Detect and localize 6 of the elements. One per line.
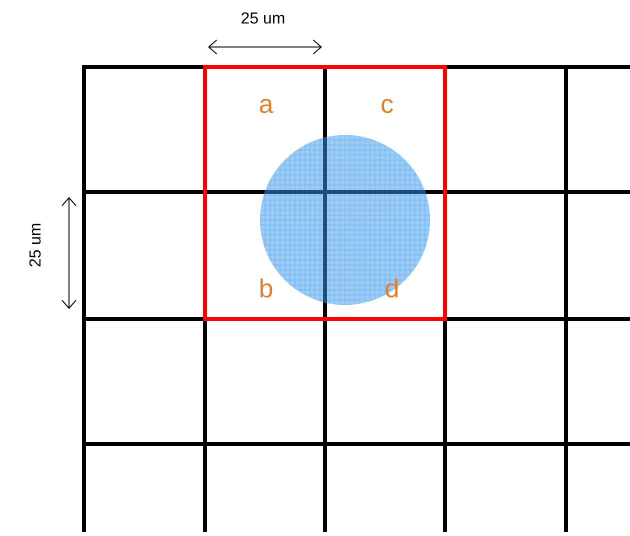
quadrant-letter: c (382, 98, 393, 114)
dimension-label: 25 um (242, 12, 284, 24)
quadrant-letter: b (260, 278, 272, 298)
quadrant-letter: a (260, 98, 274, 114)
quadrant-letter: d (386, 278, 398, 298)
dimension-label: 25 um (29, 224, 41, 266)
